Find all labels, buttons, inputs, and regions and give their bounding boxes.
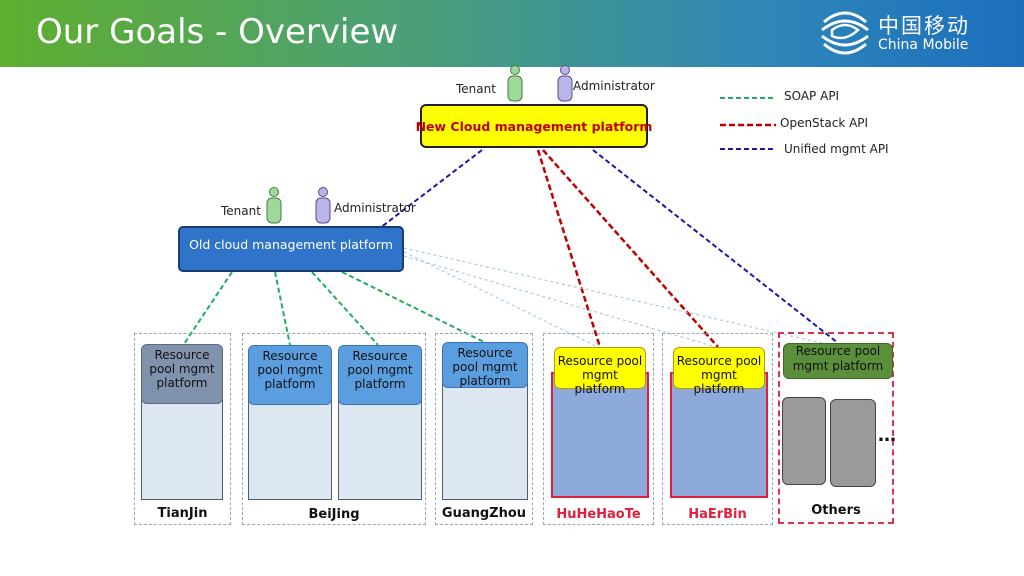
server-unit xyxy=(830,399,876,487)
city-label-others: Others xyxy=(811,503,861,518)
line-old-to-tianjin xyxy=(183,271,233,345)
pool-platform-others: Resource pool mgmt platform xyxy=(783,343,893,379)
region-beijing xyxy=(242,333,426,525)
line-new-to-huhehaote xyxy=(536,149,602,348)
old-admin-label: Administrator xyxy=(334,201,416,215)
region-others xyxy=(778,332,894,524)
page-title: Our Goals - Overview xyxy=(36,12,399,52)
legend-label-openstack: OpenStack API xyxy=(780,116,869,130)
line-new-to-haerbin xyxy=(542,149,719,348)
old-tenant-label: Tenant xyxy=(221,204,261,218)
top-tenant-label: Tenant xyxy=(456,82,496,96)
logo-english-text: China Mobile xyxy=(878,37,969,53)
ellipsis: … xyxy=(878,425,896,446)
legend-label-unified: Unified mgmt API xyxy=(784,142,889,156)
logo-chinese-text: 中国移动 xyxy=(878,14,970,38)
admin-person-icon xyxy=(557,65,573,102)
line-old-to-beijing1 xyxy=(274,271,291,346)
city-label-huhehaote: HuHeHaoTe xyxy=(556,507,641,522)
pool-platform-beijing-2: Resource pool mgmt platform xyxy=(338,345,422,405)
server-rack xyxy=(442,368,528,500)
line-old-to-guangzhou xyxy=(341,271,487,344)
region-tianjin xyxy=(134,333,231,525)
pool-platform-tianjin: Resource pool mgmt platform xyxy=(141,344,223,404)
pool-platform-huhehaote: Resource pool mgmt platform xyxy=(554,347,646,396)
admin-person-icon xyxy=(315,187,331,224)
city-label-guangzhou: GuangZhou xyxy=(441,506,527,521)
line-new-to-old xyxy=(379,149,483,229)
region-haerbin xyxy=(662,333,773,525)
old-cloud-platform-box: Old cloud management platform xyxy=(178,226,404,272)
top-admin-label: Administrator xyxy=(573,79,655,93)
pool-platform-beijing-1: Resource pool mgmt platform xyxy=(248,345,332,405)
server-rack xyxy=(670,372,768,498)
city-label-beijing: BeiJing xyxy=(308,507,360,522)
tenant-person-icon xyxy=(266,187,282,224)
faint-line-old-huhehaote xyxy=(403,251,599,348)
region-guangzhou xyxy=(435,333,533,525)
city-label-haerbin: HaErBin xyxy=(688,507,747,522)
faint-line-old-others xyxy=(403,247,836,347)
tenant-person-icon xyxy=(507,65,523,102)
faint-line-old-haerbin xyxy=(403,255,717,348)
line-old-to-beijing2 xyxy=(311,271,379,346)
china-mobile-logo-icon xyxy=(821,11,869,55)
region-huhehaote xyxy=(543,333,654,525)
pool-platform-haerbin: Resource pool mgmt platform xyxy=(673,347,765,396)
new-cloud-platform-box: New Cloud management platform xyxy=(416,104,652,148)
pool-platform-guangzhou: Resource pool mgmt platform xyxy=(442,342,528,388)
city-label-tianjin: TianJin xyxy=(157,506,208,521)
line-new-to-others xyxy=(592,149,839,344)
server-unit xyxy=(782,397,826,485)
legend-label-soap: SOAP API xyxy=(784,89,840,103)
